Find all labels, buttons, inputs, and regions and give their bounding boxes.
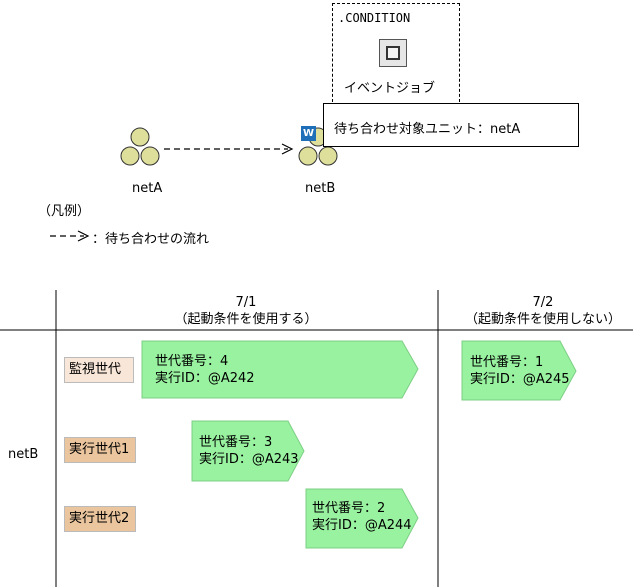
event-job-icon	[379, 39, 407, 67]
condition-label: .CONDITION	[338, 11, 411, 25]
generation-label-run2: 実行世代2	[64, 506, 136, 532]
column-date: 7/2	[532, 295, 554, 310]
generation-bar-2-text: 世代番号：2 実行ID：@A244	[312, 500, 412, 534]
column-note: （起動条件を使用しない）	[464, 312, 621, 327]
wait-flow-arrow	[164, 143, 294, 155]
generation-number: 世代番号：2	[312, 501, 386, 516]
legend-arrow-icon	[50, 230, 90, 242]
generation-number: 世代番号：4	[155, 354, 229, 369]
generation-bar-3	[191, 420, 305, 482]
column-note: （起動条件を使用する）	[174, 312, 318, 327]
event-job-label: イベントジョブ	[344, 81, 436, 96]
generation-bar-1-text: 世代番号：1 実行ID：@A245	[470, 354, 570, 388]
timeline-grid	[0, 290, 633, 587]
generation-bar-4	[141, 340, 419, 399]
netA-node-icon	[120, 127, 160, 166]
execution-id: 実行ID：@A245	[470, 372, 570, 387]
generation-bar-1	[461, 340, 577, 401]
execution-id: 実行ID：@A243	[199, 452, 299, 467]
execution-id: 実行ID：@A244	[312, 518, 412, 533]
wait-badge-icon: W	[301, 126, 316, 141]
generation-label-watch: 監視世代	[64, 357, 134, 383]
legend-title: （凡例）	[38, 204, 91, 219]
column-date: 7/1	[235, 295, 257, 310]
row-label-netB: netB	[8, 447, 39, 462]
execution-id: 実行ID：@A242	[155, 371, 255, 386]
column-header-7-1: 7/1 （起動条件を使用する）	[160, 294, 332, 328]
legend-text: ：待ち合わせの流れ	[92, 232, 210, 247]
netA-label: netA	[132, 181, 163, 196]
generation-bar-4-text: 世代番号：4 実行ID：@A242	[155, 353, 255, 387]
generation-number: 世代番号：1	[470, 355, 544, 370]
wait-target-text: 待ち合わせ対象ユニット：netA	[334, 122, 521, 137]
generation-bar-3-text: 世代番号：3 実行ID：@A243	[199, 434, 299, 468]
generation-bar-2	[305, 488, 419, 549]
generation-label-run1: 実行世代1	[64, 437, 136, 463]
wait-target-box	[323, 103, 579, 147]
netB-label: netB	[305, 181, 336, 196]
column-header-7-2: 7/2 （起動条件を使用しない）	[456, 294, 630, 328]
generation-number: 世代番号：3	[199, 435, 273, 450]
